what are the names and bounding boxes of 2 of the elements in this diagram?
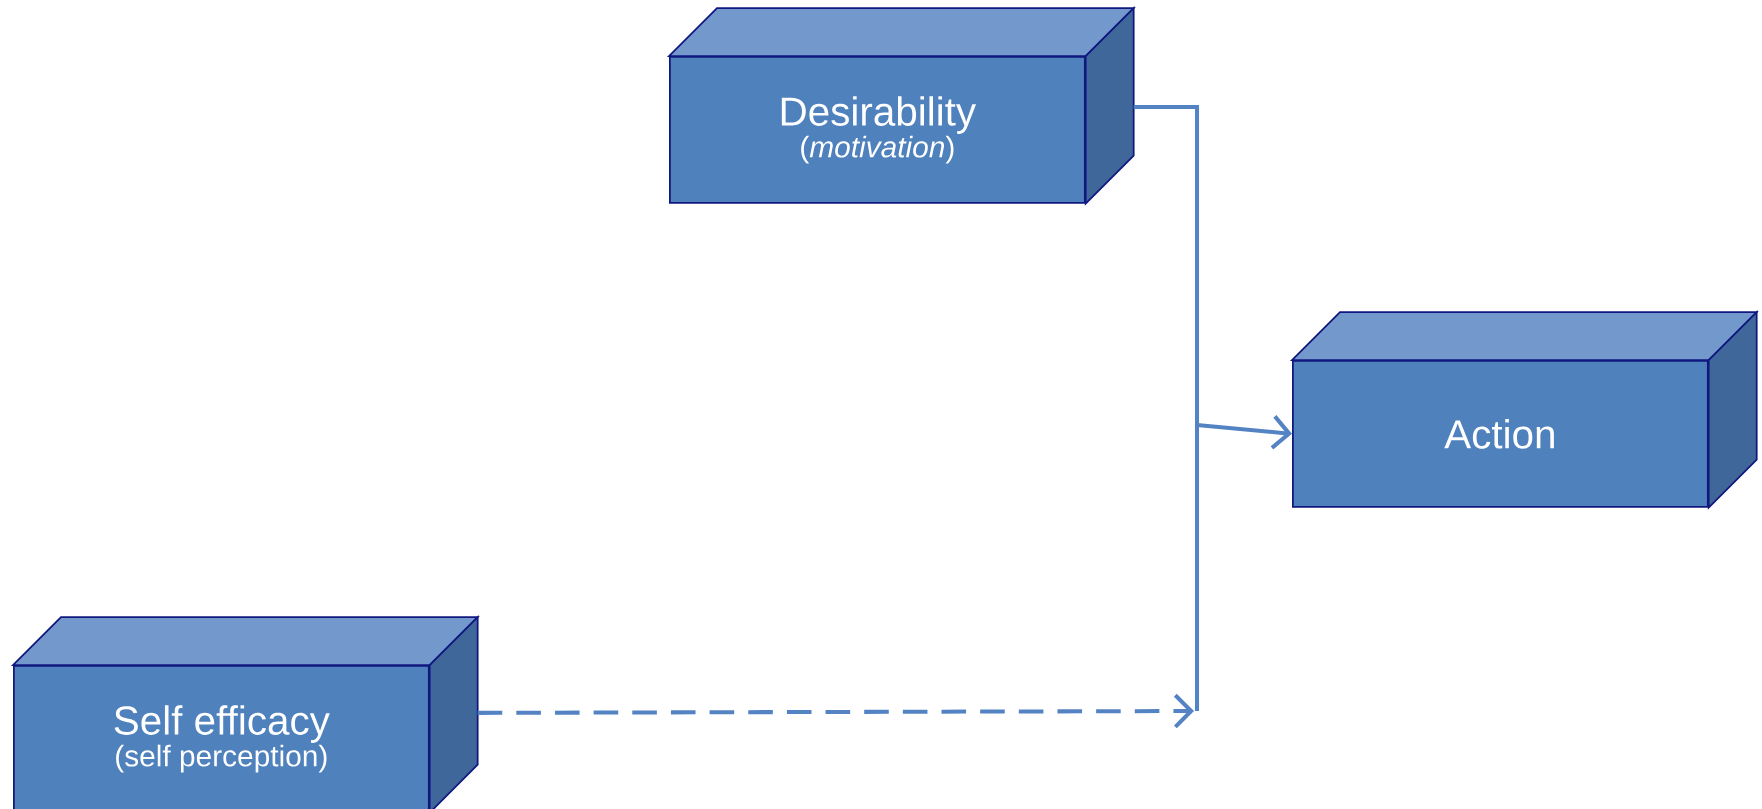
arrow xyxy=(1131,105,1292,714)
arrow xyxy=(477,693,1194,729)
